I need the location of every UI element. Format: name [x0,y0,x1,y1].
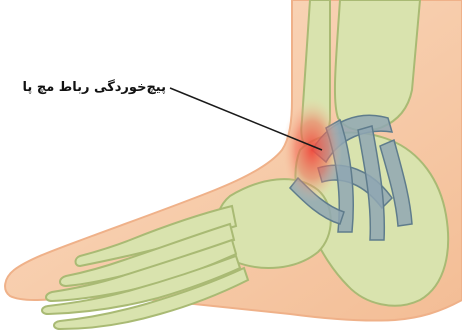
sprain-label: پیچ‌خوردگی رباط مچ پا [6,80,166,95]
sprain-highlight [282,98,342,202]
